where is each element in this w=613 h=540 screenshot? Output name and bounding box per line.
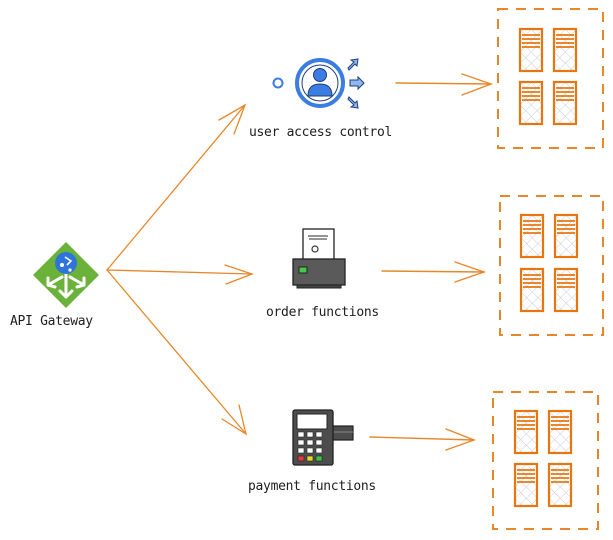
- user-access-control-label: user access control: [249, 125, 393, 140]
- server-icon: [519, 267, 545, 313]
- server-group-3[interactable]: [492, 391, 599, 530]
- server-group-boundary: [499, 195, 604, 336]
- card-terminal-icon[interactable]: [292, 409, 354, 466]
- server-icon: [547, 462, 573, 508]
- server-icon: [518, 27, 544, 73]
- server-icon: [547, 409, 573, 455]
- edge-gateway-to-user-access: [106, 103, 247, 271]
- order-functions-label: order functions: [266, 305, 379, 320]
- server-icon: [553, 267, 579, 313]
- server-icon: [513, 462, 539, 508]
- server-group-1[interactable]: [497, 8, 604, 149]
- server-group-2[interactable]: [499, 195, 604, 336]
- payment-functions-label: payment functions: [248, 479, 376, 494]
- server-icon: [553, 213, 579, 259]
- api-gateway-label: API Gateway: [10, 314, 93, 329]
- printer-icon[interactable]: [292, 228, 346, 289]
- server-icon: [518, 80, 544, 126]
- server-group-boundary: [497, 8, 604, 149]
- edge-gateway-to-order: [106, 264, 254, 285]
- server-icon: [552, 27, 578, 73]
- server-group-boundary: [492, 391, 599, 530]
- edge-gateway-to-payment: [106, 269, 248, 436]
- server-icon: [519, 213, 545, 259]
- server-icon: [513, 409, 539, 455]
- edge-user-access-to-servers: [395, 73, 494, 96]
- api-gateway-icon[interactable]: [33, 242, 99, 308]
- edge-order-to-servers: [381, 261, 487, 283]
- server-icon: [552, 80, 578, 126]
- user-access-icon[interactable]: [272, 58, 365, 109]
- edge-payment-to-servers: [369, 428, 476, 451]
